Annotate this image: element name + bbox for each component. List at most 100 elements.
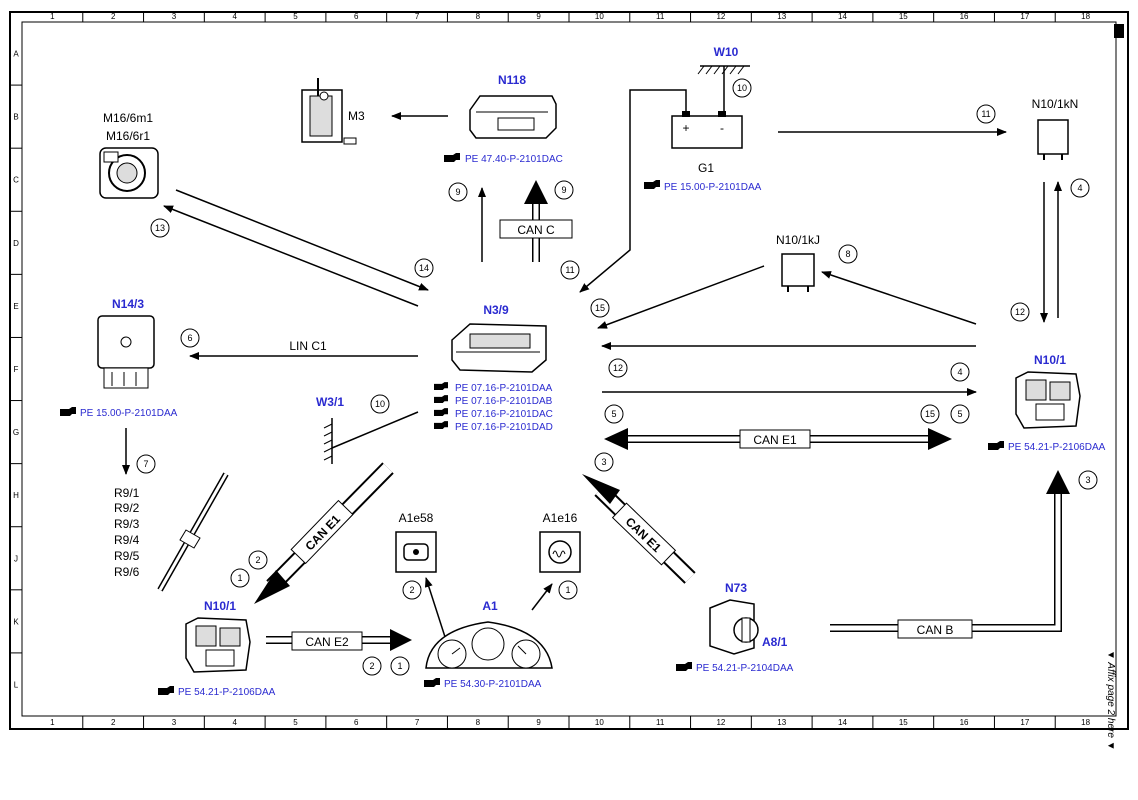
can-e1-diagonal-left: CAN E1 [254, 462, 394, 604]
svg-text:R9/3: R9/3 [114, 517, 140, 531]
grid-row-label: C [13, 176, 19, 185]
callout-number: 3 [1085, 475, 1090, 485]
grid-col-label: 15 [899, 12, 908, 21]
callout-number: 2 [409, 585, 414, 595]
can-e1-label-h: CAN E1 [753, 433, 797, 447]
battery-g1: + - G1 PE 15.00-P-2101DAA [579, 89, 762, 293]
callout-circle [1070, 178, 1090, 198]
can-c-bus: CAN C [499, 180, 573, 262]
callout-number: 2 [369, 661, 374, 671]
grid-col-label: 2 [111, 12, 116, 21]
grid-col-label: 7 [415, 12, 420, 21]
grid-col-label: 18 [1081, 12, 1090, 21]
n10-1-left-label: N10/1 [204, 599, 236, 613]
grid-row-label: H [13, 491, 19, 500]
n14-3-module: N14/3 PE 15.00-P-2101DAA [60, 297, 178, 419]
r9-glow-plugs: R9/1 R9/2 R9/3 R9/4 R9/5 R9/6 [114, 472, 229, 592]
callout-number: 12 [613, 363, 623, 373]
a8-1-ref: PE 54.21-P-2104DAA [696, 663, 794, 674]
callout-number: 9 [561, 185, 566, 195]
callout-number: 11 [981, 109, 990, 119]
n118-label: N118 [498, 73, 526, 87]
callout-number: 15 [595, 303, 605, 313]
callout-circle [402, 580, 422, 600]
w3-1-ground: W3/1 [316, 395, 419, 464]
svg-text:PE 07.16-P-2101DAC: PE 07.16-P-2101DAC [455, 409, 553, 420]
grid-col-label: 3 [172, 718, 177, 727]
w3-1-label: W3/1 [316, 395, 344, 409]
callout-circle [362, 656, 382, 676]
callout-circle [180, 328, 200, 348]
m16-throttle: M16/6m1 M16/6r1 [99, 111, 159, 199]
n73-ignition-switch: N73 A8/1 PE 54.21-P-2104DAA [676, 581, 794, 674]
grid-col-label: 5 [293, 718, 298, 727]
callout-circle [230, 568, 250, 588]
can-c-label: CAN C [517, 223, 555, 237]
callout-circle [248, 550, 268, 570]
callout-circle [950, 404, 970, 424]
can-e2-bus: CAN E2 [266, 629, 412, 651]
grid-row-label: G [13, 428, 19, 437]
callout-circle [150, 218, 170, 238]
svg-text:PE 07.16-P-2101DAD: PE 07.16-P-2101DAD [455, 422, 553, 433]
grid-col-label: 13 [777, 12, 786, 21]
callout-number: 10 [375, 399, 385, 409]
grid-col-label: 10 [595, 12, 604, 21]
n3-9-ecu: N3/9 PE 07.16-P-2101DAA PE 07.16-P-2101D… [434, 303, 553, 433]
svg-text:R9/4: R9/4 [114, 533, 140, 547]
grid-col-label: 6 [354, 718, 359, 727]
callout-number: 9 [455, 187, 460, 197]
w10-ground: W10 [697, 45, 750, 112]
grid-col-label: 11 [656, 12, 665, 21]
n14-3-ref: PE 15.00-P-2101DAA [80, 408, 178, 419]
n10-1kn-label: N10/1kN [1032, 97, 1079, 111]
n10-1-right-module: N10/1 PE 54.21-P-2106DAA [988, 353, 1106, 453]
a1-label: A1 [482, 599, 498, 613]
g1-ref: PE 15.00-P-2101DAA [664, 182, 762, 193]
callout-circle [560, 260, 580, 280]
callout-circle [414, 258, 434, 278]
a1e16-label: A1e16 [543, 511, 578, 525]
grid-col-label: 10 [595, 718, 604, 727]
n118-ref: PE 47.40-P-2101DAC [465, 154, 563, 165]
grid-row-label: J [14, 554, 18, 563]
n73-label: N73 [725, 581, 747, 595]
callout-circle [558, 580, 578, 600]
callout-number: 2 [255, 555, 260, 565]
grid-col-label: 6 [354, 12, 359, 21]
callout-circle [590, 298, 610, 318]
can-e1-diagonal-right: CAN E1 [582, 474, 696, 584]
grid-col-label: 12 [716, 12, 725, 21]
grid-col-label: 17 [1020, 718, 1029, 727]
grid-col-label: 8 [476, 718, 481, 727]
callout-circle [608, 358, 628, 378]
lin-c1-label: LIN C1 [289, 339, 327, 353]
frame: 1122334455667788991010111112121313141415… [9, 11, 1129, 730]
grid-col-label: 14 [838, 12, 847, 21]
n10-1kn-relay: N10/1kN [1032, 97, 1079, 160]
grid-col-label: 7 [415, 718, 420, 727]
grid-row-label: F [14, 365, 19, 374]
n118-module: N118 PE 47.40-P-2101DAC [391, 73, 563, 165]
callout-number: 1 [237, 573, 242, 583]
callout-number: 5 [957, 409, 962, 419]
callout-circle [732, 78, 752, 98]
callout-number: 12 [1015, 307, 1025, 317]
callout-number: 4 [957, 367, 962, 377]
a1e16-indicator: A1e16 [539, 511, 581, 573]
callout-number: 4 [1077, 183, 1082, 193]
callout-number: 8 [845, 249, 850, 259]
grid-col-label: 14 [838, 718, 847, 727]
affix-note: ▼ Affix page 2 here ▼ [1105, 650, 1116, 751]
svg-text:-: - [720, 121, 724, 135]
m3-pump: M3 [301, 78, 365, 145]
grid-col-label: 9 [536, 12, 541, 21]
grid-col-label: 4 [232, 12, 237, 21]
grid-row-label: A [13, 50, 19, 59]
grid-row-label: K [13, 617, 19, 626]
n10-1-right-ref: PE 54.21-P-2106DAA [1008, 442, 1106, 453]
callout-number: 1 [565, 585, 570, 595]
svg-text:R9/5: R9/5 [114, 549, 140, 563]
